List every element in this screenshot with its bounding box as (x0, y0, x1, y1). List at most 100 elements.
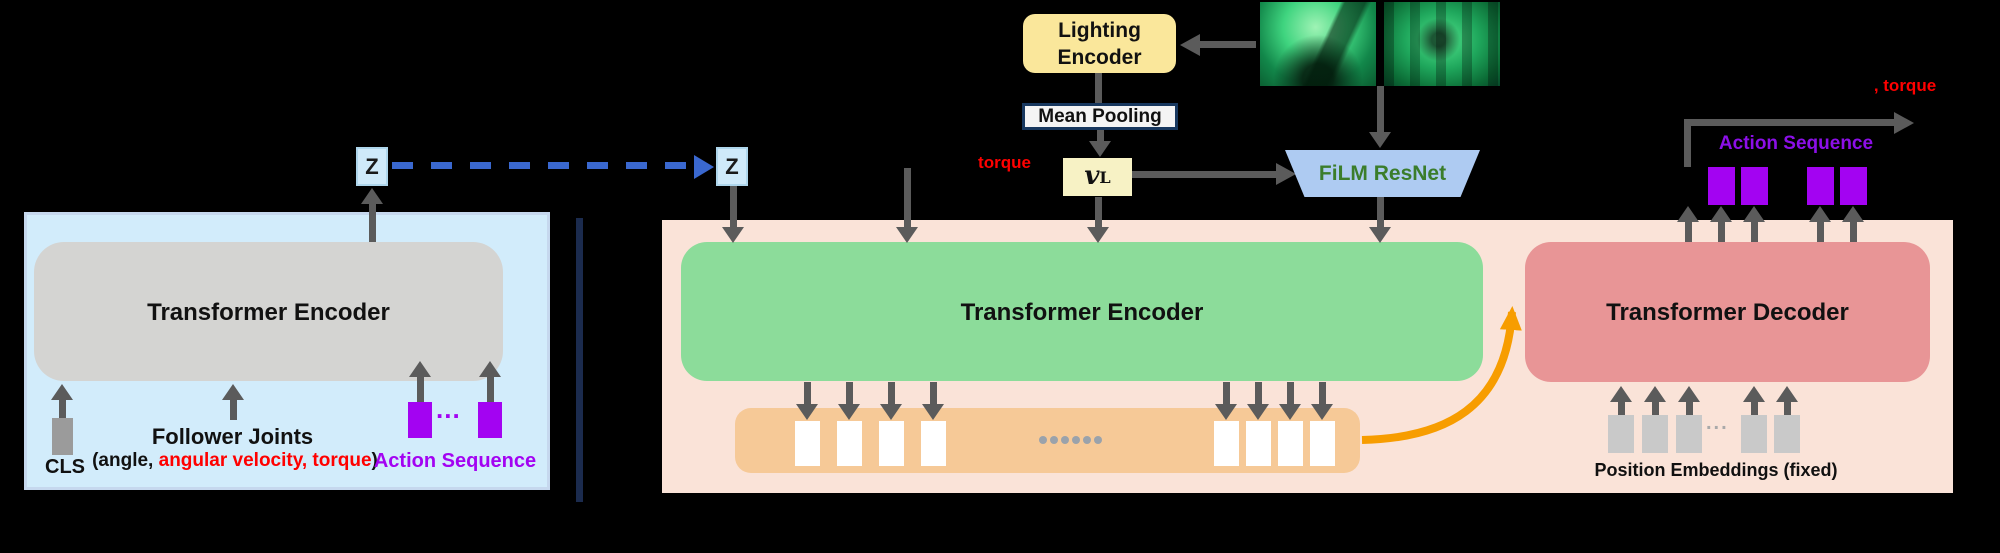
arrow-enc-token-shaft (1255, 382, 1262, 406)
output-action-block (1741, 167, 1768, 205)
arrow-enc-token-icon (1215, 404, 1237, 420)
arrow-decoder-out-icon (1710, 206, 1732, 222)
output-action-block (1807, 167, 1834, 205)
position-embeddings-ellipsis: ... (1706, 412, 1729, 434)
output-arrow-icon (1894, 112, 1914, 134)
arrow-decoder-out-icon (1743, 206, 1765, 222)
arrow-images-to-film-shaft (1377, 86, 1384, 134)
green-lit-workspace-camera-view (1384, 2, 1500, 86)
follower-joints-sublabel: (angle, angular velocity, torque) (70, 450, 400, 472)
arrow-action2-to-encoder-icon (479, 361, 501, 377)
student-transformer-encoder-box (34, 242, 503, 381)
arrow-joints-to-teacher-icon (896, 227, 918, 243)
arrow-pos-shaft (1686, 400, 1693, 415)
film-resnet-box: FiLM ResNet (1285, 150, 1480, 197)
arrow-enc-token-shaft (804, 382, 811, 406)
encoder-token (879, 421, 904, 466)
action-token-block (478, 402, 502, 438)
arrow-follower-shaft (230, 398, 237, 420)
arrow-pos-to-decoder-icon (1610, 386, 1632, 402)
encoder-token (1310, 421, 1335, 466)
latent-transfer-dashed-line (392, 162, 694, 169)
arrow-z-to-teacher-shaft (730, 186, 737, 229)
panel-divider (576, 218, 583, 502)
arrow-enc-token-shaft (888, 382, 895, 406)
arrow-vl-to-film-icon (1276, 163, 1296, 185)
arrow-enc-token-icon (796, 404, 818, 420)
output-torque-label: , torque (1873, 76, 1937, 95)
arrow-images-to-film-icon (1369, 132, 1391, 148)
transformer-decoder-label: Transformer Decoder (1606, 299, 1849, 326)
encoder-token (921, 421, 946, 466)
token-ellipsis-dot (1061, 436, 1069, 444)
token-ellipsis-dot (1072, 436, 1080, 444)
teacher-transformer-encoder-box (681, 242, 1483, 381)
token-ellipsis-dot (1050, 436, 1058, 444)
arrow-film-to-teacher-shaft (1377, 197, 1384, 229)
arrow-encoder-to-z-shaft (369, 202, 376, 242)
position-embedding-block (1774, 415, 1800, 453)
lighting-encoder-box: Lighting Encoder (1023, 14, 1176, 73)
lighting-encoder-line2: Encoder (1057, 45, 1142, 69)
position-embedding-block (1642, 415, 1668, 453)
arrow-action1-shaft (417, 375, 424, 402)
arrow-enc-token-icon (880, 404, 902, 420)
arrow-cls-shaft (59, 398, 66, 418)
token-to-decoder-curved-arrow (1361, 306, 1522, 444)
arrow-decoder-out-shaft (1718, 220, 1725, 242)
arrow-follower-to-encoder-icon (222, 384, 244, 400)
vl-subscript: L (1099, 168, 1111, 187)
arrow-enc-token-icon (922, 404, 944, 420)
position-embedding-block (1608, 415, 1634, 453)
arrow-pos-shaft (1652, 400, 1659, 415)
arrow-vl-to-teacher-icon (1087, 227, 1109, 243)
lighting-encoder-line1: Lighting (1058, 18, 1141, 42)
student-encoder-label: Transformer Encoder (147, 299, 390, 326)
output-action-block (1708, 167, 1735, 205)
latent-z-box-teacher: Z (716, 147, 748, 186)
output-arrow-horizontal (1684, 119, 1896, 126)
arrow-z-to-teacher-icon (722, 227, 744, 243)
arrow-enc-token-shaft (1287, 382, 1294, 406)
action-tokens-ellipsis: ... (436, 394, 461, 424)
token-ellipsis-dot (1094, 436, 1102, 444)
cls-label: CLS (45, 456, 85, 478)
encoder-token (1278, 421, 1303, 466)
output-action-sequence-label: Action Sequence (1718, 133, 1874, 154)
green-lit-gripper-camera-view (1260, 2, 1376, 86)
arrow-decoder-out-shaft (1685, 220, 1692, 242)
arrow-enc-token-shaft (846, 382, 853, 406)
latent-transfer-arrowhead-icon (694, 155, 714, 179)
latent-z-box-student: Z (356, 147, 388, 186)
arrow-pos-shaft (1784, 400, 1791, 415)
follower-sub-suffix: ) (371, 450, 378, 471)
arrow-action1-to-encoder-icon (409, 361, 431, 377)
vl-symbol: v (1084, 161, 1100, 191)
position-embedding-block (1676, 415, 1702, 453)
arrow-decoder-out-shaft (1751, 220, 1758, 242)
encoder-token (837, 421, 862, 466)
arrow-meanpool-to-vl-icon (1089, 141, 1111, 157)
arrow-images-to-lighting-icon (1180, 34, 1200, 56)
action-token-block (408, 402, 432, 438)
arrow-decoder-out-icon (1677, 206, 1699, 222)
follower-sub-prefix: (angle, (92, 450, 159, 471)
arrow-encoder-to-z-icon (361, 188, 383, 204)
arrow-cls-to-encoder-icon (51, 384, 73, 400)
arrow-decoder-out-shaft (1817, 220, 1824, 242)
follower-sub-red: angular velocity, torque (158, 450, 372, 471)
arrow-decoder-out-icon (1809, 206, 1831, 222)
lighting-to-meanpool-connector (1095, 73, 1102, 103)
follower-joints-label: Follower Joints (151, 424, 314, 449)
cls-token-block (52, 418, 73, 455)
arrow-images-to-lighting-shaft (1200, 41, 1256, 48)
arrow-enc-token-shaft (1319, 382, 1326, 406)
arrow-enc-token-icon (1279, 404, 1301, 420)
arrow-decoder-out-shaft (1850, 220, 1857, 242)
encoder-token (1246, 421, 1271, 466)
output-arrow-vertical (1684, 122, 1691, 167)
mean-pooling-box: Mean Pooling (1022, 103, 1178, 130)
position-embedding-block (1741, 415, 1767, 453)
arrow-pos-to-decoder-icon (1743, 386, 1765, 402)
